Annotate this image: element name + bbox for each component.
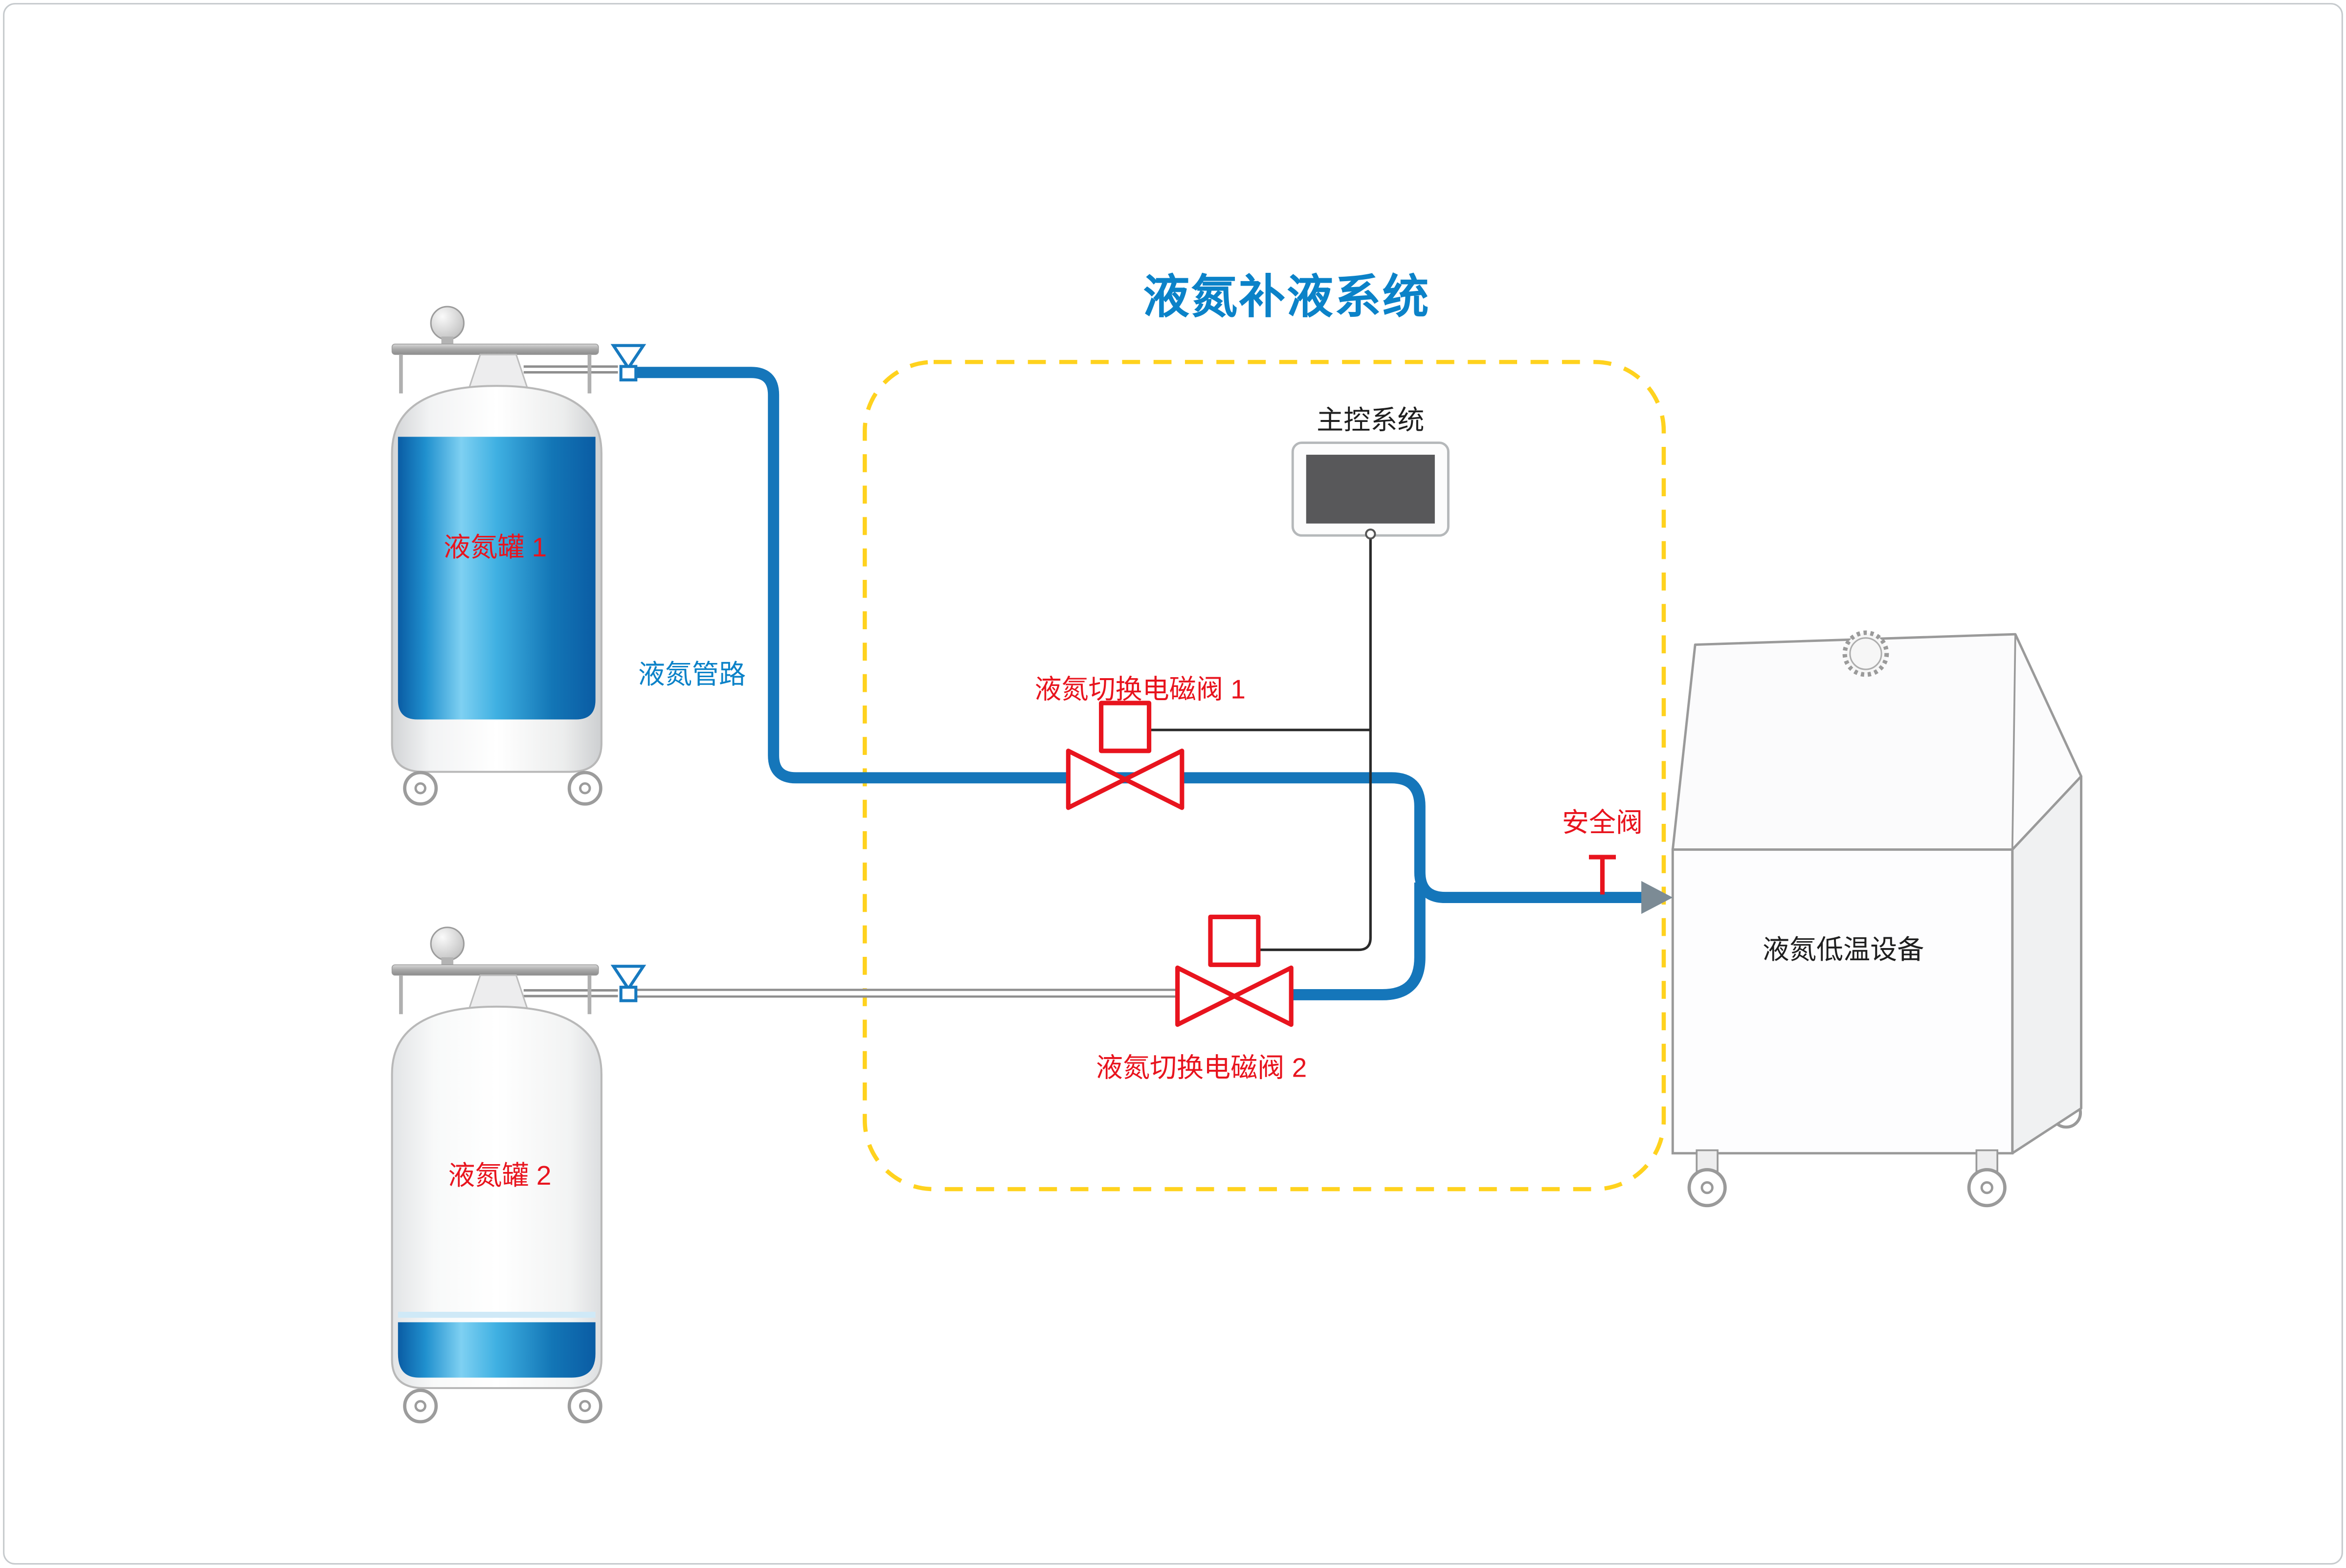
control-system-label: 主控系统 — [1317, 405, 1425, 436]
tank1-outlet-valve-icon — [610, 344, 647, 382]
safety-valve-label: 安全阀 — [1562, 808, 1643, 838]
tank1-wheel-left — [403, 771, 438, 806]
solenoid-valve-1-label: 液氮切换电磁阀 1 — [1034, 674, 1246, 705]
pipeline-tank1-to-equipment — [628, 367, 1643, 904]
equipment-label: 液氮低温设备 — [1762, 935, 1924, 965]
tank2-label: 液氮罐 2 — [448, 1161, 552, 1191]
equipment-wheel-right — [1967, 1149, 2007, 1208]
solenoid-valve-2-label: 液氮切换电磁阀 2 — [1095, 1053, 1307, 1083]
tank2-lid — [391, 964, 599, 976]
monitor-connector — [1365, 529, 1376, 540]
pipeline-label: 液氮管路 — [638, 660, 746, 690]
gray-pipes — [523, 365, 1197, 998]
tank2-body — [391, 1005, 603, 1390]
tank2-wheel-right — [567, 1389, 603, 1424]
equipment-vent-icon — [1842, 630, 1889, 677]
blue-pipeline — [628, 367, 1643, 1000]
inlet-arrow-icon — [1641, 881, 1673, 914]
safety-valve-icon — [1588, 855, 1616, 895]
tank-2 — [391, 927, 603, 1424]
tank2-outlet-valve-icon — [610, 965, 647, 1002]
tank1-wheel-right — [567, 771, 603, 806]
page-title: 液氮补液系统 — [1143, 270, 1430, 323]
control-wiring — [1149, 535, 1372, 951]
tank2-liquid-line — [398, 1312, 596, 1318]
equipment-wheel-left — [1687, 1149, 1727, 1208]
tank2-wheel-left — [403, 1389, 438, 1424]
solenoid-valve-2-icon — [1175, 914, 1294, 1027]
tank2-liquid — [398, 1322, 596, 1378]
equipment-front-face — [1671, 848, 2014, 1155]
pipeline-valve2-branch — [1272, 882, 1426, 1000]
equipment-top-fold — [2011, 634, 2016, 850]
control-line-valve2 — [1258, 729, 1372, 951]
tank-1 — [391, 306, 603, 806]
monitor-screen — [1306, 455, 1435, 524]
tank2-cap-sphere — [430, 927, 465, 961]
tank1-label: 液氮罐 1 — [444, 532, 547, 563]
cryogenic-equipment — [1671, 630, 2082, 1208]
control-system-monitor — [1291, 442, 1450, 540]
solenoid-valve-1-icon — [1066, 701, 1184, 810]
tank1-cap-sphere — [430, 306, 465, 340]
tank1-lid — [391, 343, 599, 355]
tank1-liquid — [398, 437, 596, 720]
